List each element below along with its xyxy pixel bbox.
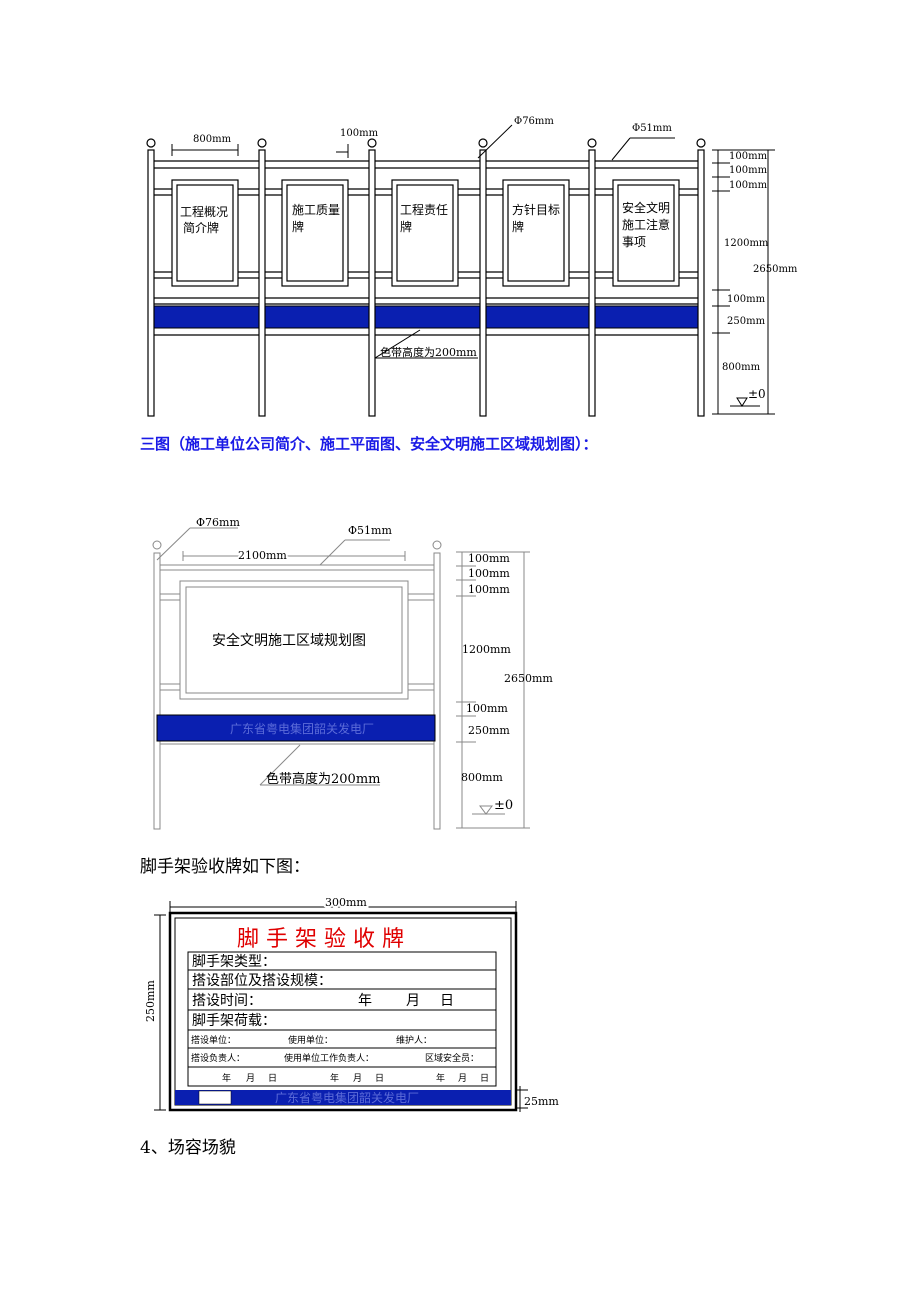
fig2-band-text: 广东省粤电集团韶关发电厂 (230, 721, 374, 736)
fig3-d2-day: 日 (375, 1073, 384, 1084)
fig3-title: 脚 手 架 验 收 牌 (237, 927, 404, 952)
dim-panel-width: 800mm (193, 134, 232, 145)
ground-mark: ±0 (748, 387, 766, 401)
fig2-width-dim: 2100mm (238, 549, 287, 562)
figure-five-board-fence: 800mm 100mm Φ76mm Φ51mm 工程概况 简介牌 施工质量 牌 … (146, 116, 798, 417)
right-dim-4: 1200mm (724, 238, 769, 249)
figure-scaffold-acceptance-board: 300mm 250mm 25mm 脚 手 架 验 收 牌 脚手架类型： 搭设部位… (142, 894, 559, 1112)
fig3-d2-year: 年 (330, 1072, 339, 1084)
caption-scaffold-board: 脚手架验收牌如下图： (140, 857, 310, 877)
caption-three-boards: 三图（施工单位公司简介、施工平面图、安全文明施工区域规划图）： (140, 435, 598, 453)
panel-5-line-2: 施工注意 (622, 217, 670, 232)
fig3-d3-month: 月 (458, 1073, 467, 1084)
fig3-d1-year: 年 (222, 1072, 231, 1084)
fig2-right-dim-1: 100mm (468, 552, 510, 565)
panel-1-line-2: 简介牌 (183, 221, 219, 235)
fig3-date-year: 年 (358, 993, 372, 1009)
fig3-d1-month: 月 (246, 1073, 255, 1084)
fig3-maintainer: 维护人： (396, 1034, 432, 1046)
right-dim-2: 100mm (729, 165, 768, 176)
fig3-builder-lead: 搭设负责人： (191, 1052, 245, 1064)
panel-5-line-3: 事项 (622, 235, 646, 249)
fig2-right-dim-4: 1200mm (462, 643, 511, 656)
figure-planning-board: Φ76mm Φ51mm 2100mm 安全文明施工区域规划图 广东省粤电集团韶关… (152, 516, 553, 830)
fig2-rail-dia: Φ51mm (348, 524, 392, 537)
right-dim-3: 100mm (729, 180, 768, 191)
fig2-right-dim-3: 100mm (468, 583, 510, 596)
fig3-row-load: 脚手架荷载： (192, 1013, 276, 1029)
fig2-post-dia: Φ76mm (196, 516, 240, 529)
fig3-row-type: 脚手架类型： (192, 954, 276, 970)
dim-rail-dia: Φ51mm (632, 123, 672, 134)
fig3-d3-day: 日 (480, 1073, 489, 1084)
panel-3-line-2: 牌 (400, 220, 412, 234)
fig2-ground-mark: ±0 (494, 798, 513, 813)
right-dim-7: 800mm (722, 362, 761, 373)
panel-5-line-1: 安全文明 (622, 200, 670, 215)
dim-post-dia: Φ76mm (514, 116, 554, 127)
fig3-band-dim: 25mm (524, 1095, 559, 1108)
fig3-d3-year: 年 (436, 1072, 445, 1084)
fig3-date-day: 日 (440, 993, 454, 1009)
fig2-band-note: 色带高度为200mm (266, 771, 380, 787)
section-heading: 4、场容场貌 (140, 1138, 236, 1158)
dim-gap: 100mm (340, 128, 379, 139)
fig3-user-unit: 使用单位： (288, 1034, 333, 1046)
fig2-right-dim-5: 100mm (466, 702, 508, 715)
fig3-row-time: 搭设时间： (192, 993, 262, 1009)
panel-1-line-1: 工程概况 (180, 204, 228, 219)
right-dim-5: 100mm (727, 294, 766, 305)
fig2-right-dim-2: 100mm (468, 567, 510, 580)
fig3-d2-month: 月 (353, 1073, 362, 1084)
panel-4-line-1: 方针目标 (512, 202, 560, 217)
fig2-right-dim-7: 800mm (461, 771, 503, 784)
fig3-row-location: 搭设部位及搭设规模： (192, 973, 332, 989)
fig3-d1-day: 日 (268, 1073, 277, 1084)
total-height: 2650mm (753, 264, 798, 275)
panel-2-line-1: 施工质量 (292, 203, 340, 217)
fig3-user-lead: 使用单位工作负责人： (284, 1052, 374, 1064)
panel-2-line-2: 牌 (292, 220, 304, 234)
fig3-width-dim: 300mm (325, 896, 367, 909)
right-dim-6: 250mm (727, 316, 766, 327)
right-dim-1: 100mm (729, 151, 768, 162)
fig3-height-dim: 250mm (144, 980, 157, 1022)
panel-3-line-1: 工程责任 (400, 202, 448, 217)
fig3-date-month: 月 (406, 993, 420, 1009)
band-note: 色带高度为200mm (380, 345, 477, 359)
fig2-right-dim-6: 250mm (468, 724, 510, 737)
fig2-total-height: 2650mm (504, 672, 553, 685)
fig3-builder-unit: 搭设单位： (191, 1034, 236, 1046)
fig2-panel-title: 安全文明施工区域规划图 (212, 632, 366, 649)
fig3-band-text: 广东省粤电集团韶关发电厂 (275, 1090, 419, 1105)
panel-4-line-2: 牌 (512, 220, 524, 234)
fig3-area-safety: 区域安全员： (425, 1052, 479, 1064)
